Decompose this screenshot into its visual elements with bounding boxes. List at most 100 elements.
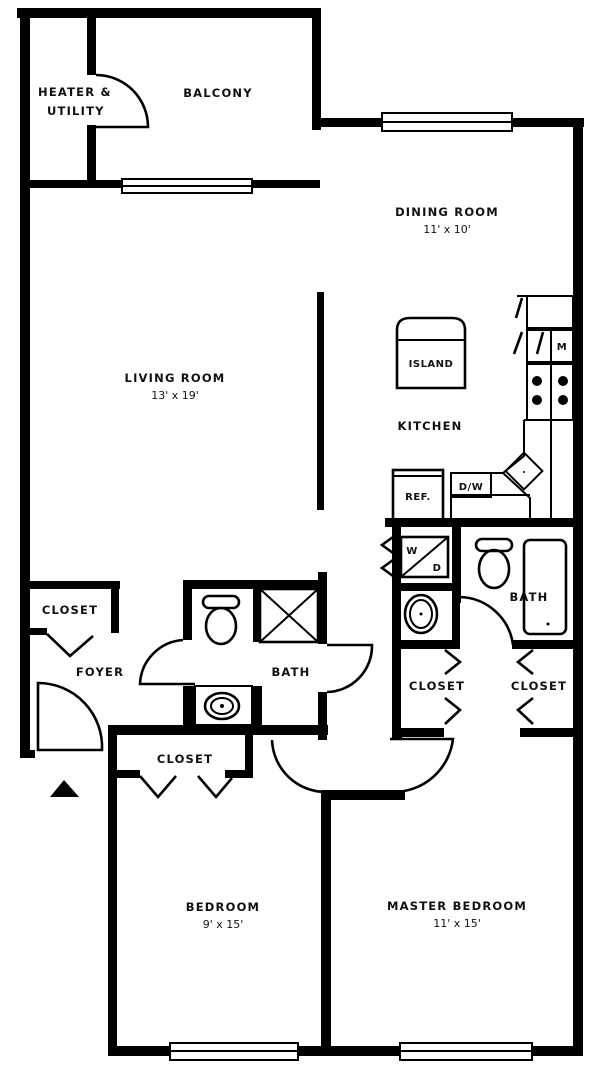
burner: [558, 376, 568, 386]
wall-mbath-bottom-l: [392, 640, 460, 649]
island: [395, 316, 467, 390]
wall-bath-sink-right: [252, 686, 262, 728]
dining-room-dimensions: 11' x 10': [423, 223, 471, 236]
washer-label: W: [406, 546, 418, 557]
door-master-bath[interactable]: [459, 595, 515, 646]
bathtub: [522, 538, 568, 636]
heater-utility-label-1: HEATER &: [38, 85, 112, 99]
hall-sink: [203, 691, 241, 721]
bedroom-label: BEDROOM: [186, 900, 260, 914]
wall-bedroom-closet-stub-r: [225, 770, 253, 778]
bifold-master-closet-l-top[interactable]: [444, 648, 463, 676]
master-bedroom-label: MASTER BEDROOM: [387, 899, 527, 913]
bifold-laundry-top[interactable]: [379, 535, 394, 555]
burner: [532, 376, 542, 386]
wall-bath-bottom: [108, 725, 328, 735]
dryer-label: D: [433, 563, 442, 574]
living-room-dimensions: 13' x 19': [151, 389, 199, 402]
wall-bath-right-bottom: [318, 692, 327, 740]
bifold-master-closet-r-bot[interactable]: [516, 696, 534, 725]
door-entry[interactable]: [36, 681, 104, 752]
wall-heater-divider-top: [87, 15, 96, 75]
doors: [36, 73, 515, 794]
microwave-label: M: [557, 342, 567, 353]
door-hall-bath-left[interactable]: [138, 638, 195, 686]
window-dining: [381, 112, 513, 132]
wall-bedroom-closet-left: [108, 725, 117, 775]
wall-balcony-right: [312, 8, 321, 130]
foyer-closet-label: CLOSET: [42, 603, 98, 617]
wall-hall-bottom: [321, 790, 405, 800]
island-label: ISLAND: [409, 359, 454, 370]
wall-foyer-closet-right: [111, 581, 119, 633]
wall-heater-divider-bottom: [87, 125, 96, 185]
master-toilet-bowl: [477, 548, 511, 590]
dining-room-label: DINING ROOM: [395, 205, 499, 219]
bifold-foyer-closet[interactable]: [46, 633, 94, 658]
wall-closet-bottom-r: [520, 728, 578, 737]
entry-arrow-icon: [50, 780, 79, 797]
bifold-laundry-bot[interactable]: [379, 558, 394, 578]
master-closet-left-label: CLOSET: [409, 679, 465, 693]
master-bath-label: BATH: [509, 590, 548, 604]
wall-kitchen-bottom: [385, 518, 578, 527]
wall-right-outer: [573, 118, 583, 1056]
door-heater-utility[interactable]: [95, 73, 150, 129]
bifold-master-closet-r-top[interactable]: [515, 648, 534, 676]
wall-bath-left-bottom: [183, 686, 195, 728]
wall-bedroom-closet-stub-l: [108, 770, 140, 778]
hall-sink-counter: [194, 685, 253, 726]
door-hall-bath-right[interactable]: [326, 643, 374, 694]
bifold-bedroom-closet-l[interactable]: [139, 775, 177, 799]
bedroom-closet-label: CLOSET: [157, 752, 213, 766]
wall-mbath-stub: [452, 596, 460, 648]
bifold-master-closet-l-bot[interactable]: [444, 696, 462, 725]
kitchen-sink: [504, 451, 544, 491]
wall-bedroom-closet-right: [245, 725, 253, 777]
burner: [532, 395, 542, 405]
bifold-bedroom-closet-r[interactable]: [197, 775, 233, 800]
wall-foyer-closet-top: [25, 581, 120, 589]
kitchen-fixtures: [391, 295, 574, 522]
wall-living-partial: [317, 292, 324, 510]
burner: [558, 395, 568, 405]
master-closet-right-label: CLOSET: [511, 679, 567, 693]
door-bedroom[interactable]: [270, 739, 327, 794]
wall-left-outer: [20, 8, 30, 758]
door-master-bedroom[interactable]: [390, 737, 455, 794]
wall-bottom-outer: [108, 1046, 583, 1056]
pantry-door-lines: [512, 297, 545, 355]
wall-laundry-left: [392, 518, 401, 740]
wall-top-balcony: [17, 8, 319, 18]
hall-toilet-bowl: [204, 606, 238, 646]
bedroom-dimensions: 9' x 15': [203, 918, 244, 931]
master-bedroom-dimensions: 11' x 15': [433, 917, 481, 930]
balcony-label: BALCONY: [183, 86, 253, 100]
hall-bath-label: BATH: [271, 665, 310, 679]
wall-foyer-bottom: [20, 750, 35, 758]
window-bedroom: [169, 1042, 299, 1061]
window-balcony: [121, 178, 253, 194]
wall-bath-shower-divider: [253, 580, 260, 642]
bath-fixtures: [194, 535, 568, 726]
heater-utility-label-2: UTILITY: [47, 104, 105, 118]
wall-foyer-closet-stub: [25, 628, 47, 635]
wall-bath-left-top: [183, 580, 192, 640]
washer-dryer: [399, 535, 450, 579]
wall-closet-bottom-l: [392, 728, 444, 737]
pantry-cabinet: [526, 295, 574, 329]
living-room-label: LIVING ROOM: [125, 371, 226, 385]
window-master-bedroom: [399, 1042, 533, 1061]
refrigerator-label: REF.: [405, 492, 431, 503]
hall-toilet-tank: [201, 594, 241, 610]
wall-laundry-right: [452, 518, 461, 603]
kitchen-label: KITCHEN: [398, 419, 463, 433]
wall-laundry-bottom: [392, 583, 460, 591]
corner-counter: [450, 419, 573, 518]
refrigerator: [391, 468, 445, 522]
dishwasher: [450, 472, 492, 498]
labels: HEATER & UTILITY BALCONY DINING ROOM 11'…: [38, 85, 567, 931]
wall-bedroom-left: [108, 770, 117, 1056]
foyer-label: FOYER: [76, 665, 124, 679]
